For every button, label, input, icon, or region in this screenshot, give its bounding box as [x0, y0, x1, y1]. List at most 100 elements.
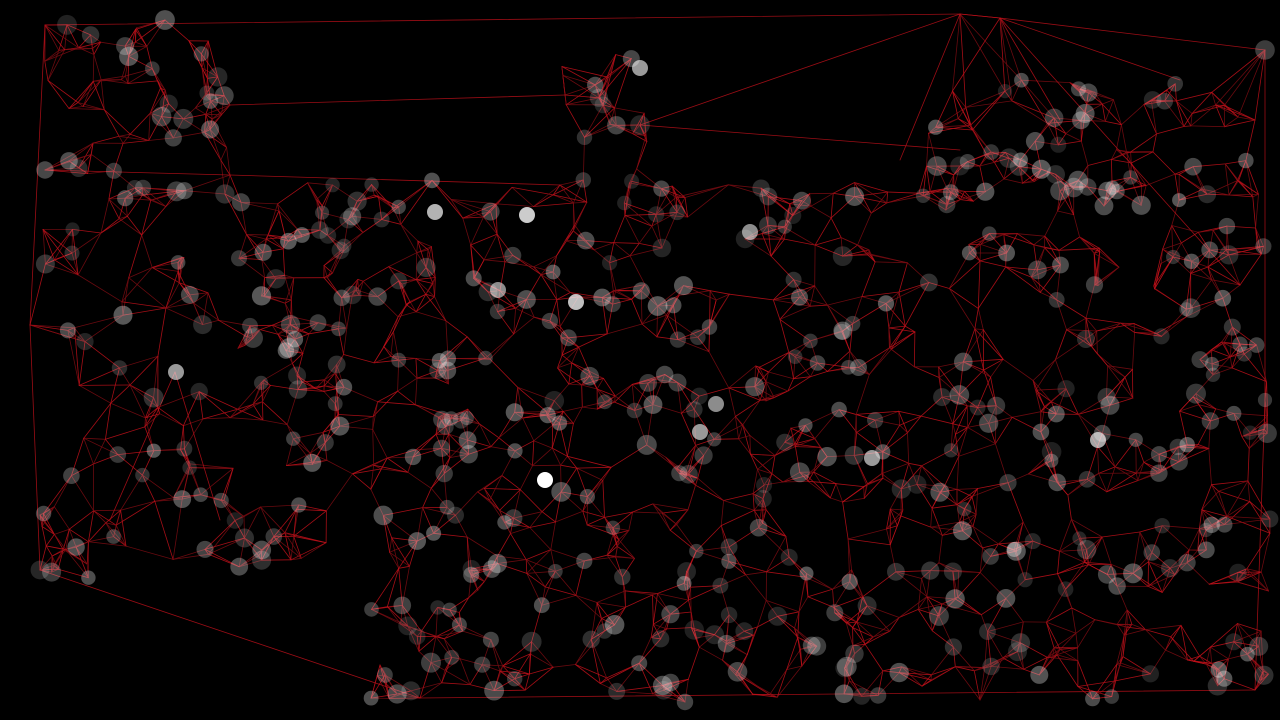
- mesh-node: [1223, 318, 1241, 336]
- mesh-edge: [1056, 654, 1079, 662]
- mesh-edge: [1207, 249, 1227, 268]
- mesh-edge: [987, 631, 1004, 659]
- mesh-edge: [205, 100, 212, 115]
- mesh-edge: [862, 596, 868, 607]
- mesh-edge: [398, 280, 407, 306]
- mesh-edge: [377, 280, 400, 298]
- mesh-edge: [371, 184, 375, 196]
- mesh-edge: [323, 272, 334, 279]
- mesh-edge: [676, 197, 686, 213]
- mesh-edge: [124, 197, 152, 201]
- mesh-edge: [898, 596, 928, 618]
- mesh-edge: [657, 593, 671, 615]
- mesh-edge: [1211, 663, 1218, 687]
- mesh-edge: [1211, 663, 1225, 680]
- mesh-edge: [1197, 529, 1207, 551]
- mesh-edge: [1023, 657, 1048, 670]
- mesh-node: [853, 687, 871, 705]
- mesh-edge: [1226, 225, 1256, 229]
- mesh-edge: [1077, 660, 1093, 700]
- mesh-edge: [372, 401, 379, 430]
- mesh-edge: [372, 428, 388, 459]
- mesh-edge: [760, 187, 769, 226]
- mesh-node: [551, 482, 572, 502]
- mesh-edge: [652, 593, 658, 625]
- mesh-edge: [552, 179, 584, 196]
- mesh-edge: [666, 627, 692, 630]
- mesh-node: [928, 119, 944, 135]
- mesh-edge: [448, 433, 470, 455]
- mesh-edge: [916, 483, 945, 487]
- mesh-edge: [640, 284, 646, 292]
- mesh-edge: [652, 685, 663, 695]
- mesh-edge: [785, 536, 790, 558]
- mesh-edge: [624, 214, 640, 244]
- mesh-edge: [1066, 329, 1087, 340]
- mesh-edge: [93, 510, 117, 526]
- mesh-edge: [956, 455, 960, 490]
- mesh-edge: [690, 627, 700, 648]
- mesh-node: [954, 352, 973, 372]
- mesh-edge: [533, 266, 554, 273]
- mesh-edge: [83, 437, 119, 456]
- mesh-node: [391, 352, 407, 368]
- mesh-edge: [1241, 432, 1268, 437]
- mesh-node: [582, 630, 600, 648]
- mesh-edge: [885, 302, 890, 329]
- mesh-edge: [728, 561, 747, 576]
- mesh-edge: [842, 254, 871, 257]
- mesh-edge: [226, 146, 231, 176]
- mesh-edge: [729, 293, 774, 301]
- mesh-edge: [557, 367, 570, 385]
- mesh-edge: [786, 215, 794, 229]
- mesh-edge: [954, 598, 982, 616]
- mesh-node: [280, 232, 297, 250]
- mesh-edge: [430, 662, 443, 684]
- mesh-edge: [788, 351, 794, 380]
- mesh-edge: [526, 573, 543, 606]
- mesh-edge: [262, 419, 288, 426]
- mesh-edge: [1147, 574, 1176, 587]
- mesh-node: [1248, 337, 1265, 353]
- mesh-edge: [526, 549, 552, 574]
- mesh-edge: [150, 190, 177, 201]
- mesh-edge: [573, 406, 583, 424]
- mesh-edge: [1075, 619, 1096, 634]
- mesh-edge: [1185, 297, 1224, 318]
- mesh-edge: [1231, 353, 1245, 369]
- mesh-edge: [54, 528, 70, 535]
- mesh-node: [792, 191, 811, 210]
- mesh-edge: [849, 323, 854, 352]
- mesh-edge: [417, 240, 429, 251]
- mesh-edge: [601, 297, 614, 305]
- mesh-edge: [316, 199, 321, 231]
- mesh-edge: [1174, 549, 1190, 575]
- mesh-edge: [614, 383, 633, 397]
- mesh-edge: [529, 527, 552, 550]
- mesh-edge: [182, 418, 204, 427]
- mesh-edge: [229, 408, 239, 419]
- mesh-edge: [1003, 234, 1035, 246]
- mesh-edge: [439, 336, 468, 362]
- mesh-edge: [449, 609, 464, 632]
- mesh-edge: [338, 414, 374, 417]
- mesh-node: [643, 395, 663, 414]
- mesh-edge: [856, 621, 874, 638]
- mesh-edge: [1229, 344, 1257, 358]
- mesh-edge: [567, 455, 612, 468]
- mesh-edge: [499, 670, 526, 691]
- mesh-edge: [284, 234, 303, 238]
- mesh-edge: [953, 188, 974, 202]
- mesh-edge: [794, 340, 811, 358]
- mesh-edge: [202, 319, 220, 326]
- mesh-edge: [853, 454, 867, 486]
- mesh-edge: [513, 489, 521, 519]
- mesh-edge: [154, 500, 174, 560]
- mesh-edge: [980, 243, 1007, 254]
- mesh-edge: [1177, 446, 1180, 463]
- mesh-edge: [628, 511, 634, 531]
- mesh-edge: [735, 416, 751, 436]
- mesh-edge: [559, 326, 563, 339]
- mesh-edge: [1139, 531, 1149, 563]
- mesh-edge: [290, 557, 302, 561]
